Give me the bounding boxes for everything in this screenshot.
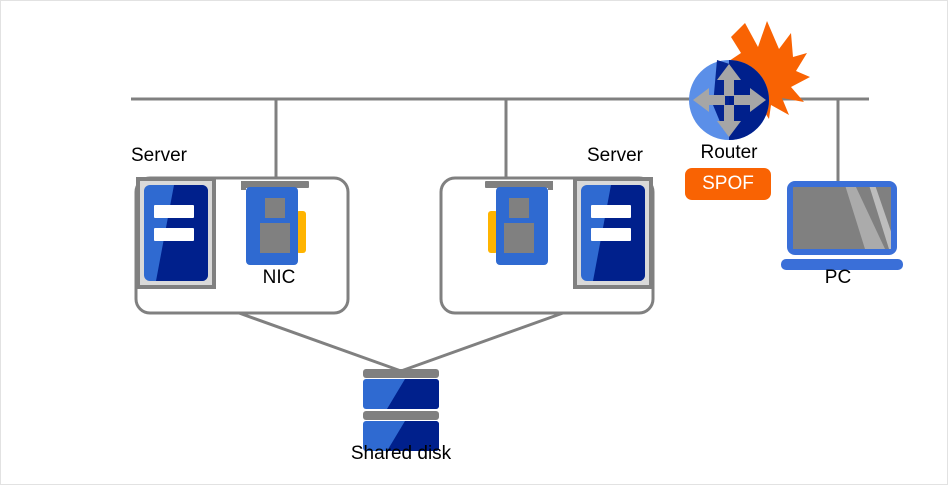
server-left-to-disk-link: [238, 311, 402, 373]
router-label: Router: [700, 142, 758, 163]
nic-card-icon-right: [485, 181, 553, 265]
server-right-to-disk-link: [400, 311, 564, 373]
nic-label: NIC: [262, 267, 296, 288]
server-tower-icon: [136, 177, 216, 289]
server-left-label: Server: [131, 145, 187, 166]
spof-status-badge: SPOF: [685, 168, 771, 200]
server-tower-icon-right: [573, 177, 653, 289]
disk-stack-icon[interactable]: [363, 369, 439, 451]
laptop-icon[interactable]: [781, 181, 903, 270]
nic-card-icon-left: [241, 181, 309, 265]
router-icon: [689, 60, 769, 140]
router-arrows-icon: [693, 64, 766, 137]
server-left-group[interactable]: [134, 176, 350, 315]
router-group[interactable]: [689, 21, 810, 140]
server-right-group[interactable]: [439, 176, 655, 315]
pc-label: PC: [824, 267, 852, 288]
server-right-label: Server: [587, 145, 643, 166]
shared-disk-label: Shared disk: [350, 443, 452, 464]
